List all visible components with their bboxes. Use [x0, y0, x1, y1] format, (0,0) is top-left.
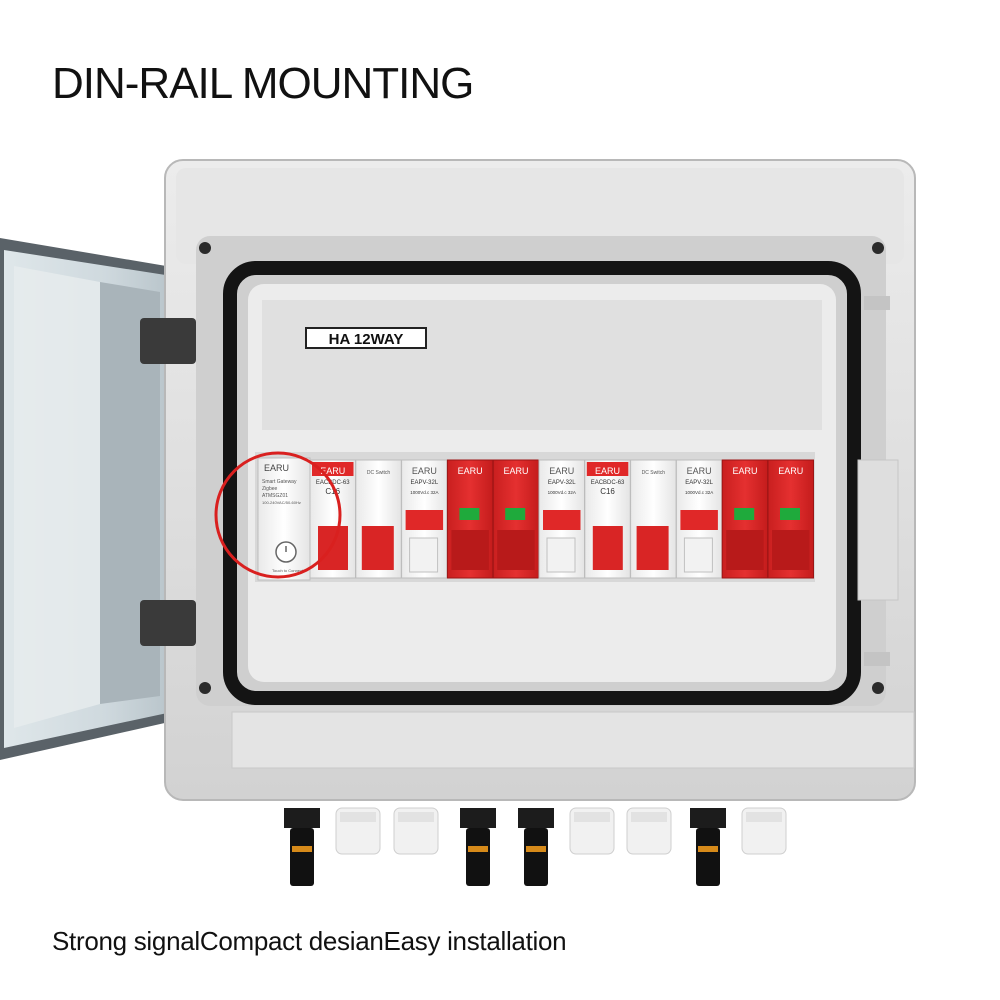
model-label-plate: HA 12WAY [305, 327, 427, 349]
module-model-label: EACBDC-63 [316, 480, 350, 486]
module-brand-label: EARU [320, 466, 345, 476]
module-brand-label: DC Switch [367, 470, 391, 476]
module-brand-label: EARU [732, 466, 757, 476]
module-switch: DC Switch [355, 459, 402, 579]
module-spd: EARU [721, 459, 769, 579]
module-brand-label: EARU [778, 466, 803, 476]
module-spd: EARU [446, 459, 494, 579]
module-brand-label: DC Switch [642, 470, 666, 476]
module-spec-label: 1000Vd.c 32A [685, 490, 713, 495]
gateway-rating: 100-240VAC/50-60Hz [262, 500, 301, 505]
gateway-line2: Zigbee [262, 486, 278, 492]
open-door [0, 238, 178, 760]
module-brand-label: EARU [458, 466, 483, 476]
module-rating-label: C16 [325, 487, 340, 496]
module-brand-label: EARU [503, 466, 528, 476]
gateway-line1: Smart Gateway [262, 479, 297, 485]
gateway-model: ATMSGZ01 [262, 493, 288, 499]
mc4-connector [518, 808, 554, 886]
module-switch: DC Switch [630, 459, 677, 579]
gateway-touch-hint: Touch to Connect [272, 568, 304, 573]
module-fuse: EARU EAPV-32L 1000Vd.c 32A [401, 459, 448, 579]
module-model-label: EAPV-32L [685, 480, 713, 486]
cable-gland [335, 807, 381, 855]
mc4-connector [690, 808, 726, 886]
model-label-text: HA 12WAY [329, 331, 404, 348]
module-brand-label: EARU [549, 466, 574, 476]
cable-gland [569, 807, 615, 855]
module-brand-label: EARU [595, 466, 620, 476]
highlight-circle [214, 451, 342, 579]
module-brand-label: EARU [687, 466, 712, 476]
module-rating-label: C16 [600, 487, 615, 496]
gateway-brand: EARU [264, 463, 289, 473]
module-spd: EARU [492, 459, 540, 579]
module-fuse: EARU EAPV-32L 1000Vd.c 32A [675, 459, 723, 579]
headline: DIN-RAIL MOUNTING [52, 59, 474, 108]
module-spec-label: 1000Vd.c 32A [548, 490, 576, 495]
cable-gland [393, 807, 439, 855]
zigbee-gateway-module: EARU Smart Gateway Zigbee ATMSGZ01 100-2… [257, 457, 311, 581]
module-spd: EARU [767, 459, 814, 579]
module-model-label: EACBDC-63 [591, 480, 625, 486]
cable-gland [626, 807, 672, 855]
mc4-connector [460, 808, 496, 886]
mc4-connector [284, 808, 320, 886]
module-model-label: EAPV-32L [411, 480, 439, 486]
module-brand-label: EARU [412, 466, 437, 476]
caption: Strong signalCompact desianEasy installa… [52, 926, 567, 956]
module-spec-label: 1000Vd.c 32A [410, 490, 438, 495]
cable-glands [284, 807, 787, 886]
cable-gland [741, 807, 787, 855]
module-model-label: EAPV-32L [548, 480, 576, 486]
module-fuse: EARU EAPV-32L 1000Vd.c 32A [538, 459, 585, 579]
